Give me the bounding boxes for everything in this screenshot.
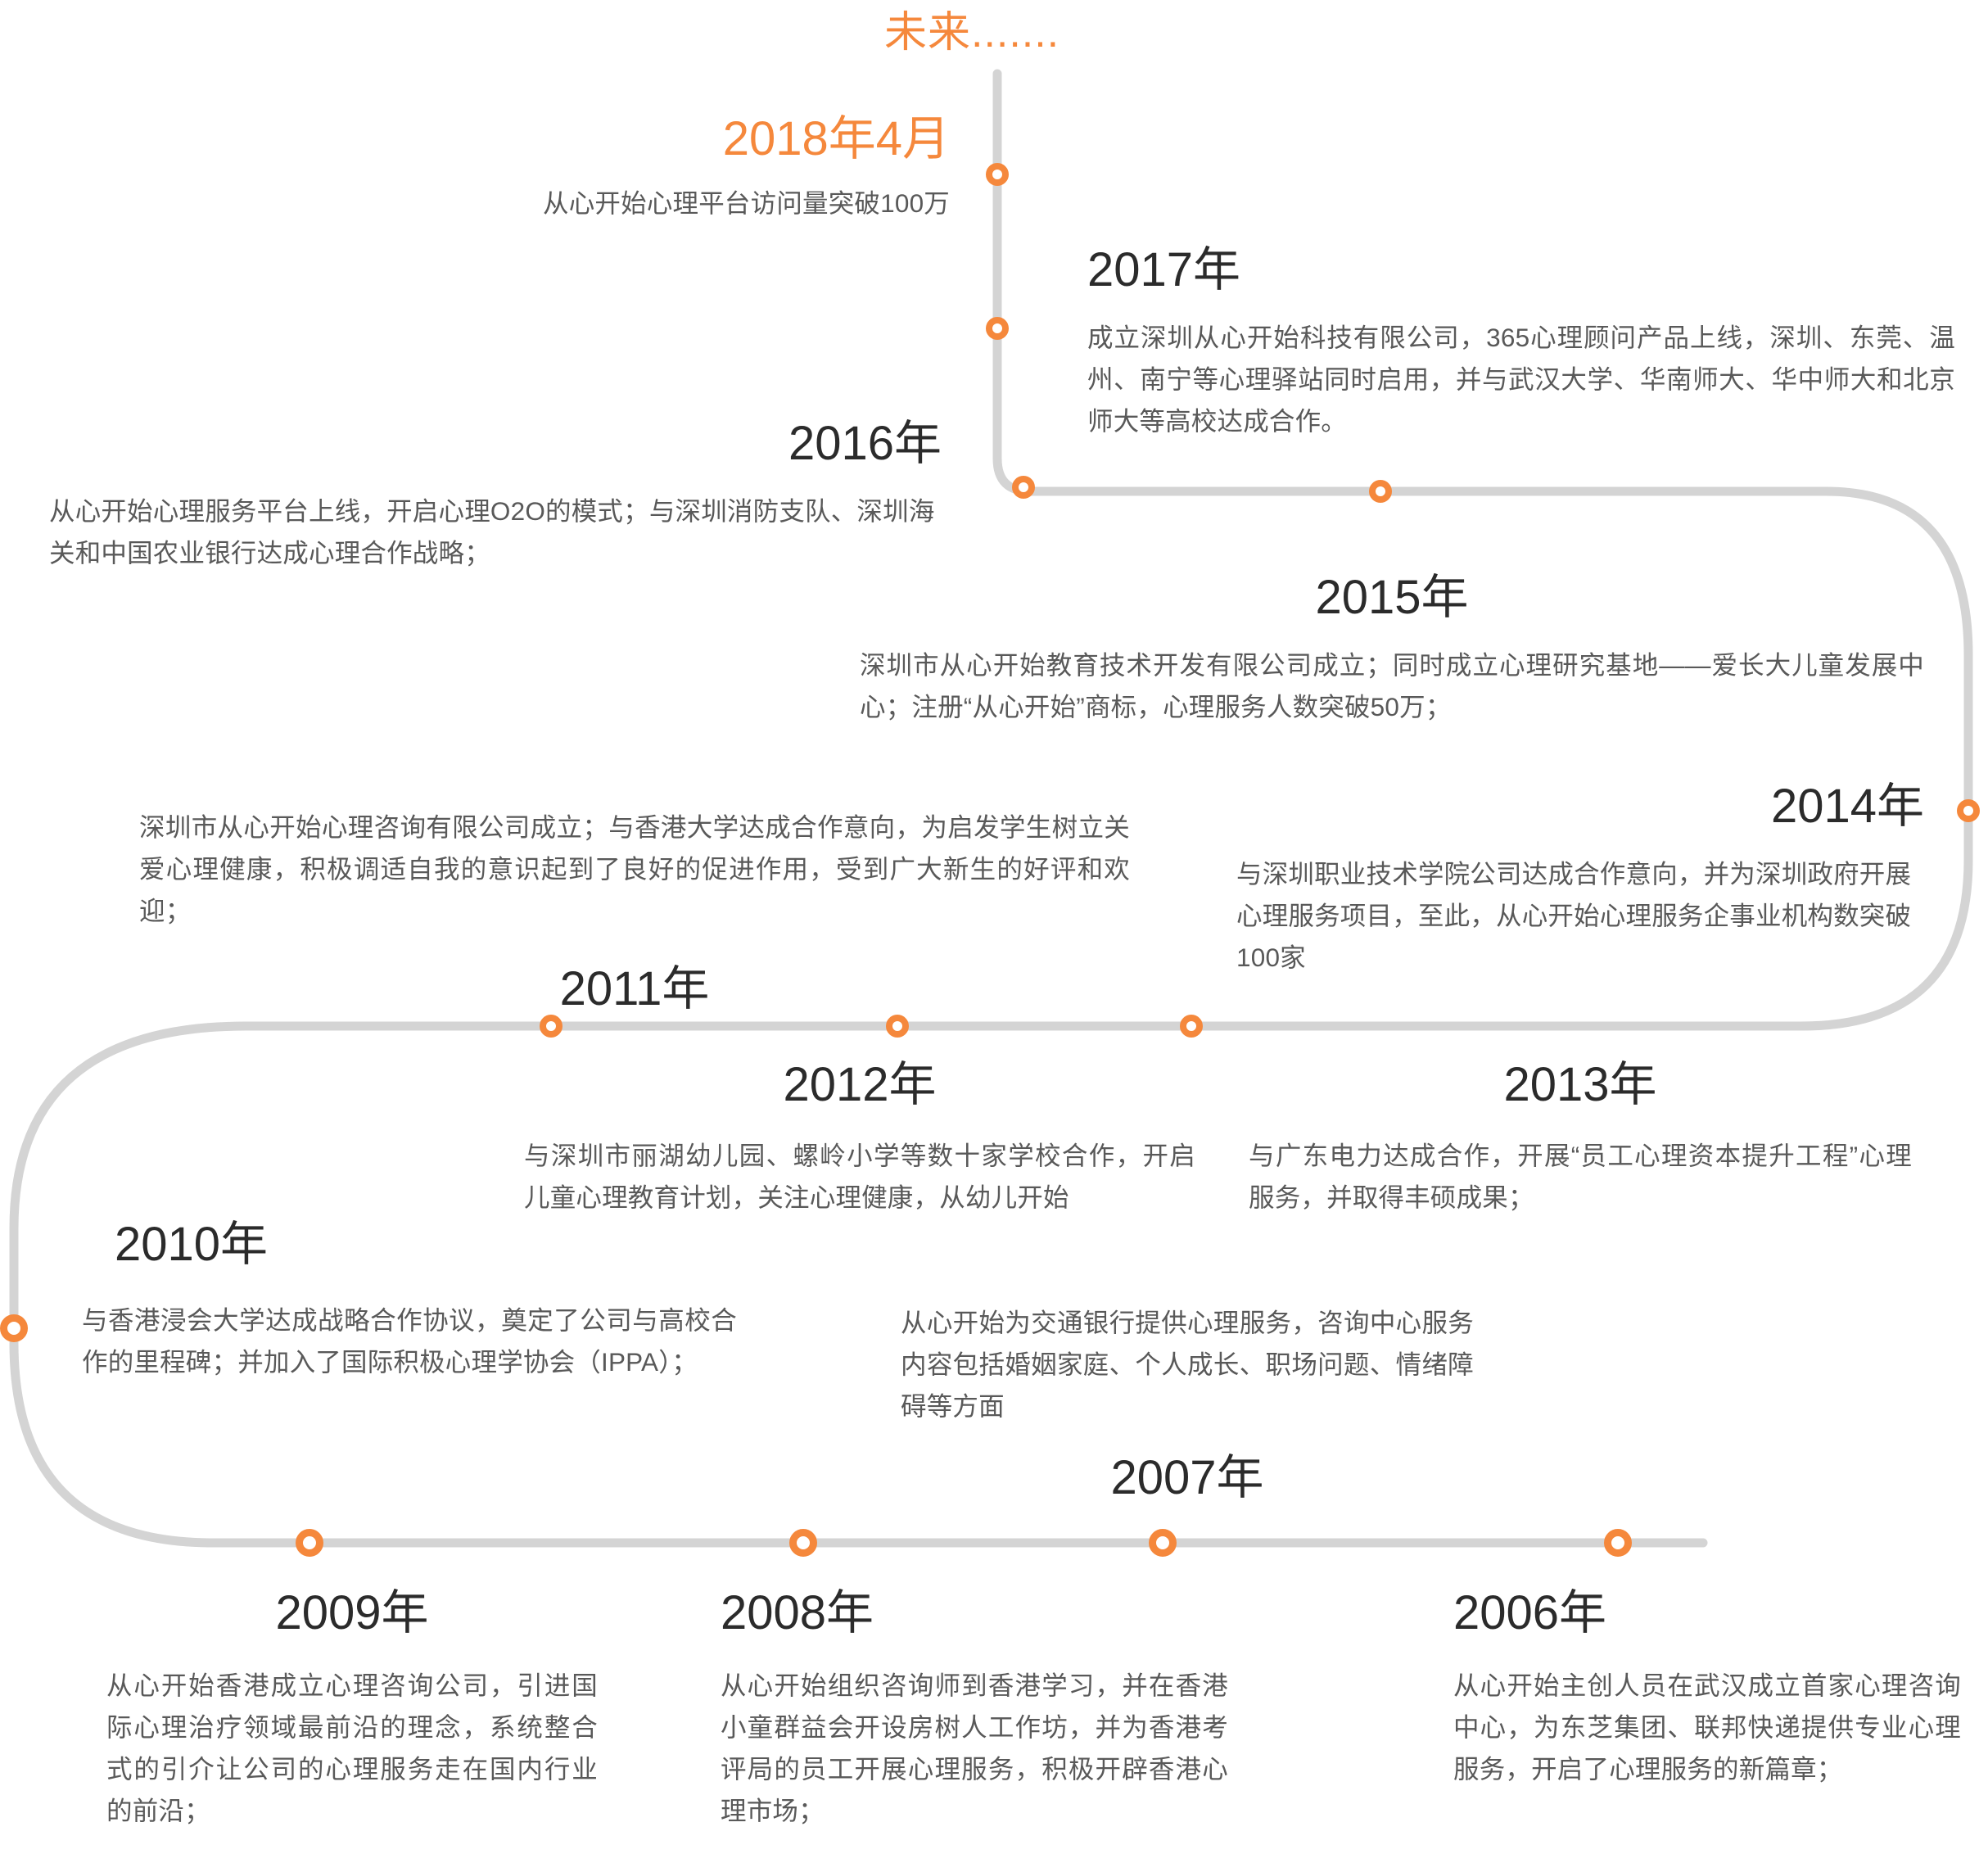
entry-2007: 从心开始为交通银行提供心理服务，咨询中心服务内容包括婚姻家庭、个人成长、职场问题… (901, 1302, 1474, 1504)
entry-2018-desc: 从心开始心理平台访问量突破100万 (543, 188, 950, 218)
entry-2014-desc: 与深圳职业技术学院公司达成合作意向，并为深圳政府开展心理服务项目，至此，从心开始… (1236, 858, 1912, 972)
entry-2011-year: 2011年 (559, 962, 710, 1016)
entry-2009: 2009年 从心开始香港成立心理咨询公司，引进国际心理治疗领域最前沿的理念，系统… (106, 1586, 598, 1832)
entry-2010-year: 2010年 (115, 1218, 269, 1271)
entry-2008-year: 2008年 (721, 1586, 874, 1639)
track-segment-top (9, 69, 1973, 1548)
timeline-node-2009-icon[interactable] (296, 1529, 323, 1557)
entry-2015: 2015年 深圳市从心开始教育技术开发有限公司成立；同时成立心理研究基地——爱长… (860, 571, 1924, 728)
timeline-node-2006-icon[interactable] (1604, 1529, 1632, 1557)
entry-2012: 2012年 与深圳市丽湖幼儿园、螺岭小学等数十家学校合作，开启儿童心理教育计划，… (524, 1060, 1195, 1219)
entry-2015-year: 2015年 (1315, 571, 1469, 624)
entry-2008: 2008年 从心开始组织咨询师到香港学习，并在香港小童群益会开设房树人工作坊，并… (721, 1586, 1228, 1832)
entry-2013: 2013年 与广东电力达成合作，开展“员工心理资本提升工程”心理服务，并取得丰硕… (1249, 1060, 1912, 1219)
entry-2013-desc: 与广东电力达成合作，开展“员工心理资本提升工程”心理服务，并取得丰硕成果； (1249, 1140, 1912, 1212)
entry-2010-desc: 与香港浸会大学达成战略合作协议，奠定了公司与高校合作的里程碑；并加入了国际积极心… (82, 1305, 737, 1377)
timeline-node-2018-icon[interactable] (986, 163, 1009, 186)
entry-2008-desc: 从心开始组织咨询师到香港学习，并在香港小童群益会开设房树人工作坊，并为香港考评局… (721, 1670, 1228, 1825)
entry-2017-year: 2017年 (1087, 243, 1241, 296)
entry-2016-desc: 从心开始心理服务平台上线，开启心理O2O的模式；与深圳消防支队、深圳海关和中国农… (49, 495, 935, 568)
timeline-node-2008-icon[interactable] (789, 1529, 817, 1557)
entry-2017-desc: 成立深圳从心开始科技有限公司，365心理顾问产品上线，深圳、东莞、温州、南宁等心… (1087, 322, 1955, 436)
timeline-node-2007-icon[interactable] (1149, 1529, 1177, 1557)
entry-2006-desc: 从心开始主创人员在武汉成立首家心理咨询中心，为东芝集团、联邦快递提供专业心理服务… (1453, 1670, 1961, 1784)
entry-2007-desc: 从心开始为交通银行提供心理服务，咨询中心服务内容包括婚姻家庭、个人成长、职场问题… (901, 1308, 1474, 1422)
timeline-node-2013-icon[interactable] (1180, 1015, 1203, 1038)
entry-2011-desc: 深圳市从心开始心理咨询有限公司成立；与香港大学达成合作意向，为启发学生树立关爱心… (139, 812, 1130, 926)
timeline-node-2016-icon[interactable] (1012, 476, 1035, 499)
entry-2009-desc: 从心开始香港成立心理咨询公司，引进国际心理治疗领域最前沿的理念，系统整合式的引介… (106, 1670, 598, 1825)
entry-2014: 2014年 与深圳职业技术学院公司达成合作意向，并为深圳政府开展心理服务项目，至… (1236, 780, 1924, 979)
entry-2011: 深圳市从心开始心理咨询有限公司成立；与香港大学达成合作意向，为启发学生树立关爱心… (139, 807, 1130, 1015)
entry-2009-year: 2009年 (275, 1586, 429, 1639)
entry-2006-year: 2006年 (1453, 1586, 1607, 1639)
entry-2014-year: 2014年 (1770, 780, 1924, 833)
entry-2006: 2006年 从心开始主创人员在武汉成立首家心理咨询中心，为东芝集团、联邦快递提供… (1453, 1586, 1961, 1790)
entry-2007-year: 2007年 (1110, 1451, 1264, 1505)
entry-2016: 2016年 从心开始心理服务平台上线，开启心理O2O的模式；与深圳消防支队、深圳… (49, 417, 942, 574)
entry-2010: 2010年 与香港浸会大学达成战略合作协议，奠定了公司与高校合作的里程碑；并加入… (82, 1218, 737, 1383)
timeline-node-2015-icon[interactable] (1369, 480, 1392, 503)
entry-2016-year: 2016年 (788, 417, 942, 470)
entry-2013-year: 2013年 (1503, 1058, 1657, 1111)
future-label: 未来....... (884, 9, 1060, 57)
entry-2018: 2018年4月 从心开始心理平台访问量突破100万 (246, 112, 950, 224)
timeline-node-2011-icon[interactable] (540, 1015, 563, 1038)
timeline-node-2012-icon[interactable] (886, 1015, 909, 1038)
entry-2017: 2017年 成立深圳从心开始科技有限公司，365心理顾问产品上线，深圳、东莞、温… (1087, 243, 1955, 442)
entry-2012-year: 2012年 (783, 1058, 937, 1111)
entry-2015-desc: 深圳市从心开始教育技术开发有限公司成立；同时成立心理研究基地——爱长大儿童发展中… (860, 649, 1924, 721)
timeline-node-2017-icon[interactable] (986, 317, 1009, 340)
entry-2012-desc: 与深圳市丽湖幼儿园、螺岭小学等数十家学校合作，开启儿童心理教育计划，关注心理健康… (524, 1140, 1195, 1212)
timeline-node-2014-icon[interactable] (1957, 799, 1980, 822)
timeline-node-2010-icon[interactable] (0, 1314, 28, 1342)
entry-2018-year: 2018年4月 (722, 112, 950, 165)
